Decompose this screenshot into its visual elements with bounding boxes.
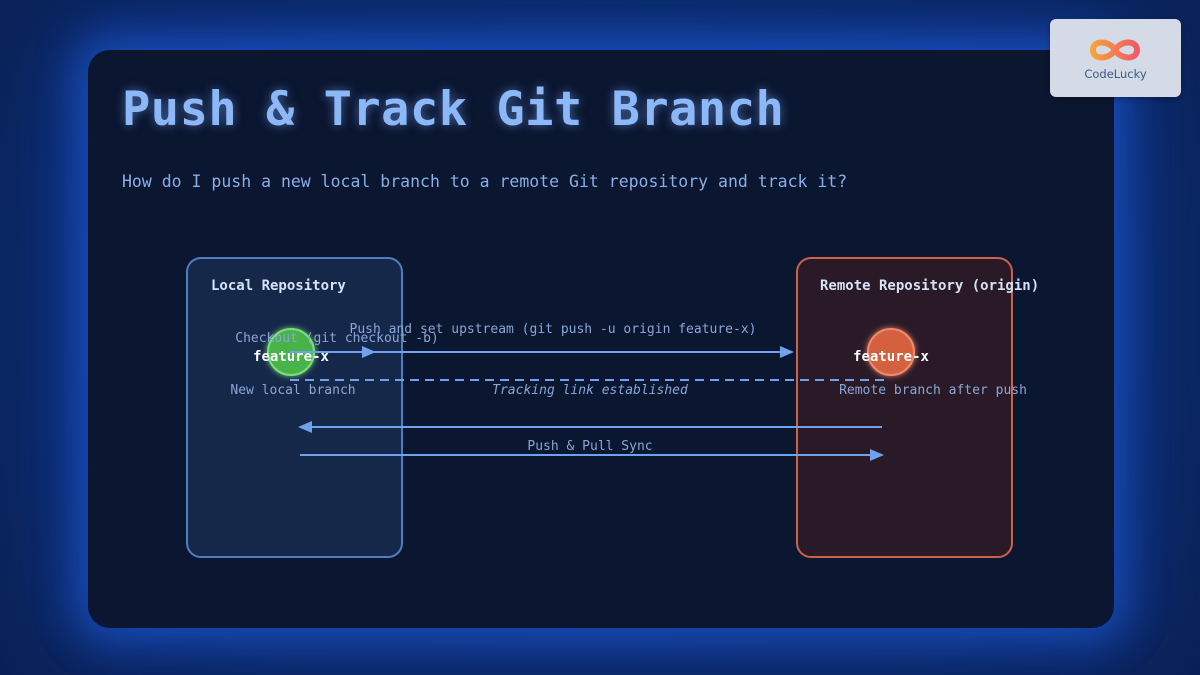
local-branch-caption: New local branch xyxy=(230,383,355,398)
local-repository-box xyxy=(186,257,403,558)
infinity-logo-icon xyxy=(1089,39,1141,61)
checkout-label: Checkout (git checkout -b) xyxy=(235,331,439,346)
page-question: How do I push a new local branch to a re… xyxy=(122,172,848,191)
remote-branch-label: feature-x xyxy=(853,349,929,365)
logo-text: CodeLucky xyxy=(1084,67,1147,81)
remote-branch-caption: Remote branch after push xyxy=(839,383,1027,398)
local-repository-label: Local Repository xyxy=(211,278,346,294)
page-title: Push & Track Git Branch xyxy=(122,82,785,137)
codelucky-logo[interactable]: CodeLucky xyxy=(1050,19,1181,97)
sync-label: Push & Pull Sync xyxy=(527,439,652,454)
tracking-label: Tracking link established xyxy=(492,383,688,398)
remote-branch-node[interactable] xyxy=(867,328,915,376)
remote-repository-box xyxy=(796,257,1013,558)
local-branch-label: feature-x xyxy=(253,349,329,365)
remote-repository-label: Remote Repository (origin) xyxy=(820,278,1039,294)
push-upstream-label: Push and set upstream (git push -u origi… xyxy=(350,322,757,337)
